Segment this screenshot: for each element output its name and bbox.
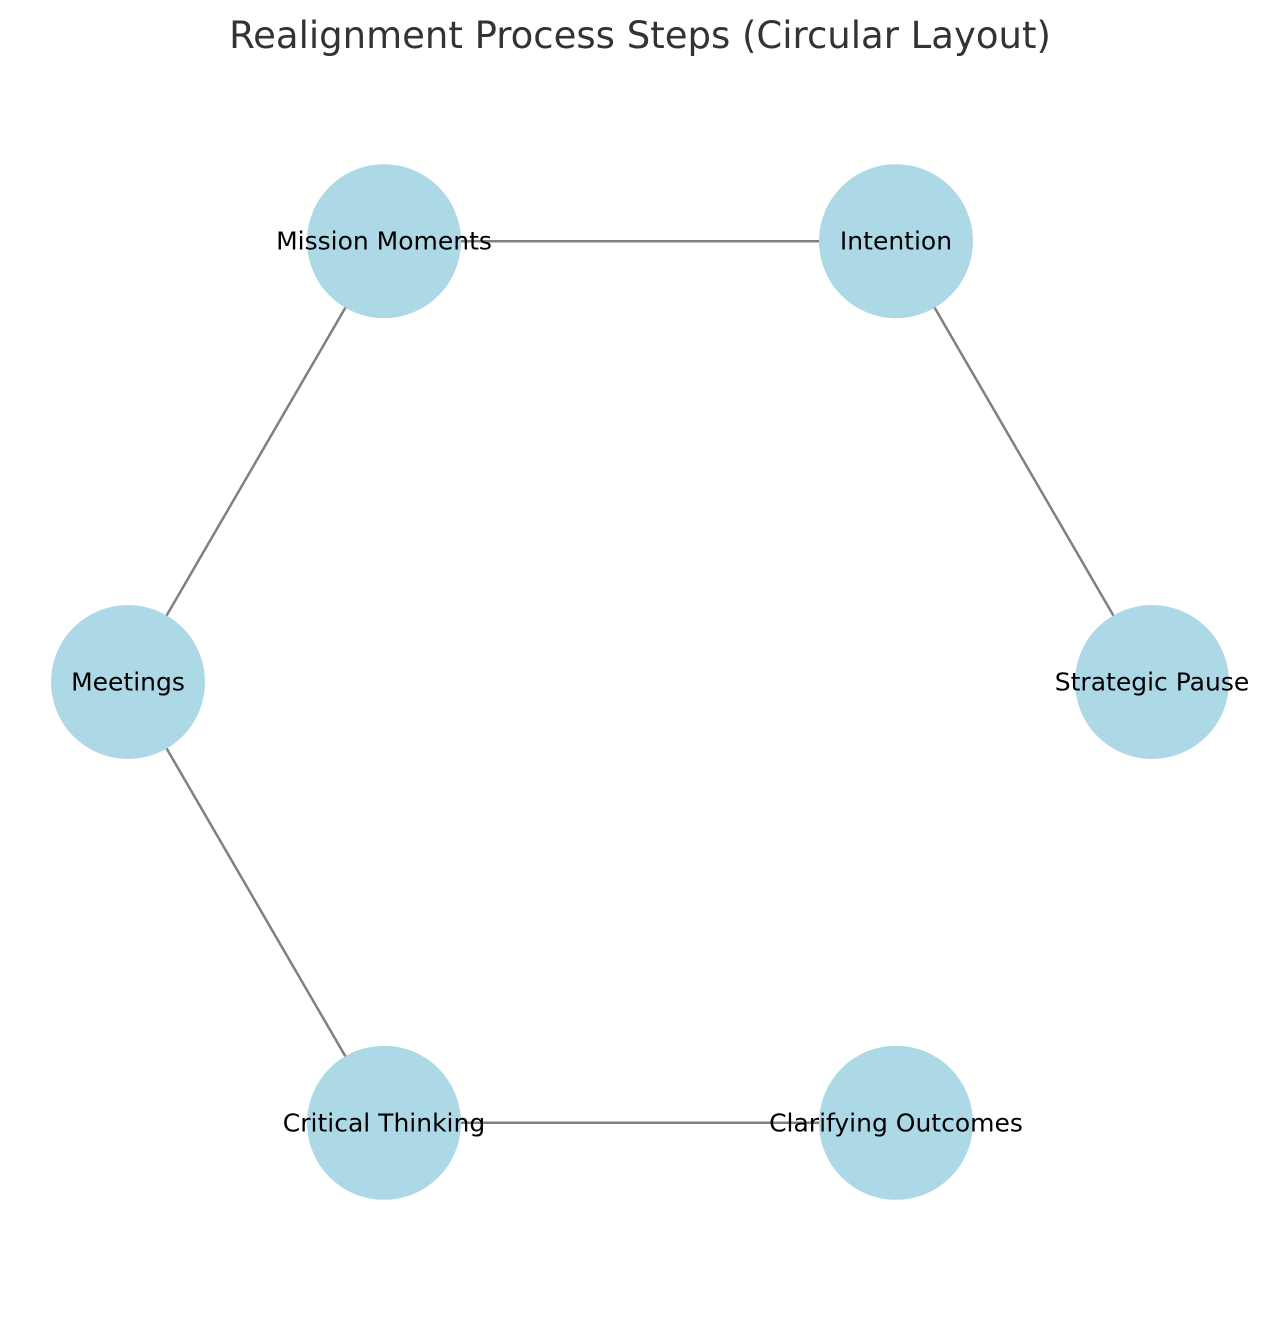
edge-meetings-critical-thinking [126,681,386,1124]
node-circle-meetings [51,605,205,759]
node-circle-critical-thinking [307,1045,461,1200]
node-clarifying-outcomes [819,1045,973,1200]
node-label-mission-moments: Mission Moments [276,227,492,256]
node-label-critical-thinking: Critical Thinking [283,1108,485,1137]
edges-layer [126,239,1154,1125]
nodes-layer: Intention Mission MomentsMeetingsCritical… [51,164,1249,1200]
edge-mission-moments-meetings [126,240,386,683]
node-circle-mission-moments [307,164,461,319]
node-label-clarifying-outcomes: Clarifying Outcomes [769,1108,1023,1137]
diagram-title: Realignment Process Steps (Circular Layo… [229,14,1051,57]
node-circle-clarifying-outcomes [819,1045,973,1200]
edge-strategic-pause-intention [894,240,1154,683]
node-critical-thinking [307,1045,461,1200]
node-strategic-pause [1075,605,1229,759]
node-intention [819,164,973,319]
node-label-meetings: Meetings [71,668,185,697]
node-label-intention: Intention [840,227,952,256]
node-label-strategic-pause: Strategic Pause [1055,668,1249,697]
node-meetings [51,605,205,759]
node-circle-intention [819,164,973,319]
node-circle-strategic-pause [1075,605,1229,759]
node-mission-moments [307,164,461,319]
